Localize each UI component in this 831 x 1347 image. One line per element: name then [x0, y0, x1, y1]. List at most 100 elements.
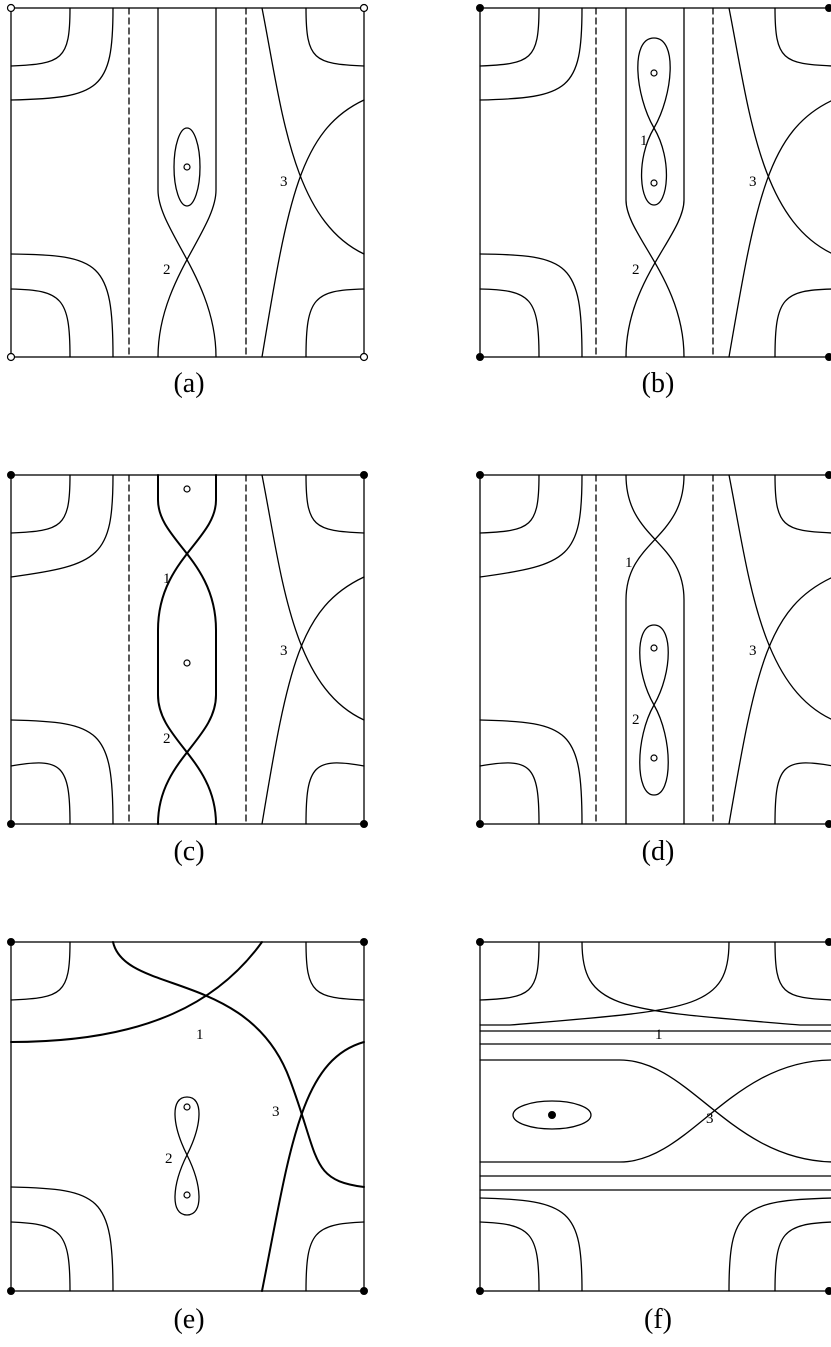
crossing-label: 2 — [163, 731, 171, 747]
crossing-label: 1 — [640, 133, 648, 149]
crossing-curve — [261, 1041, 365, 1292]
panel-f: 1 3 (f) — [476, 938, 831, 1335]
corner-point — [6, 352, 16, 362]
corner-point — [476, 353, 484, 361]
corner-curve — [10, 719, 114, 825]
crossing-curve — [10, 941, 263, 1043]
open-point — [650, 644, 658, 652]
panel-f-frame — [479, 941, 831, 1292]
crossing-label: 1 — [163, 571, 171, 587]
crossing-curve — [261, 7, 365, 255]
crossing-curve — [261, 99, 365, 358]
corner-point — [359, 3, 369, 13]
corner-curve — [774, 762, 831, 825]
corner-point — [476, 4, 484, 12]
corner-curve — [10, 288, 71, 358]
corner-point — [825, 1287, 831, 1295]
open-point — [183, 1191, 191, 1199]
corner-point — [825, 471, 831, 479]
panel-caption: (c) — [173, 836, 204, 867]
corner-curve — [305, 7, 365, 67]
corner-point — [7, 471, 15, 479]
corner-point — [360, 471, 368, 479]
corner-curve — [774, 474, 831, 534]
crossing-curve — [625, 7, 685, 358]
corner-curve — [774, 7, 831, 67]
corner-point — [7, 820, 15, 828]
panel-a-frame — [10, 7, 365, 358]
corner-curve — [479, 1197, 583, 1292]
panel-b: 1 2 3 (b) — [476, 4, 831, 399]
corner-curve — [10, 474, 114, 578]
corner-curve — [774, 288, 831, 358]
corner-curve — [479, 941, 540, 1001]
crossing-label: 3 — [749, 174, 757, 190]
corner-curve — [305, 941, 365, 1001]
panel-caption: (e) — [173, 1304, 204, 1335]
corner-point — [359, 352, 369, 362]
panel-c: 1 2 3 (c) — [7, 471, 368, 867]
corner-curve — [479, 7, 583, 101]
panel-caption: (d) — [642, 836, 675, 867]
open-point — [650, 179, 658, 187]
corner-curve — [10, 7, 114, 101]
corner-point — [476, 1287, 484, 1295]
corner-point — [825, 938, 831, 946]
crossing-label: 3 — [749, 643, 757, 659]
crossing-curve — [112, 941, 365, 1188]
crossing-curve — [728, 474, 831, 720]
open-point — [183, 1103, 191, 1111]
corner-curve — [305, 762, 365, 825]
closed-oval — [173, 127, 201, 207]
open-point — [183, 163, 191, 171]
corner-curve — [774, 941, 831, 1001]
corner-point — [7, 1287, 15, 1295]
corner-curve — [479, 7, 540, 67]
corner-point — [825, 4, 831, 12]
crossing-curve — [728, 7, 831, 254]
corner-curve — [305, 474, 365, 534]
crossing-label: 1 — [655, 1027, 663, 1043]
crossing-curve — [728, 577, 831, 825]
corner-curve — [10, 7, 71, 67]
corner-curve — [774, 1221, 831, 1292]
crossing-curve — [479, 1059, 831, 1163]
crossing-curve — [625, 474, 685, 825]
crossing-curve — [261, 474, 365, 721]
crossing-curve — [625, 7, 685, 358]
open-point — [650, 69, 658, 77]
crossing-label: 3 — [706, 1111, 714, 1127]
crossing-label: 2 — [632, 712, 640, 728]
crossing-label: 1 — [196, 1027, 204, 1043]
crossing-curve — [157, 7, 217, 358]
corner-curve — [479, 253, 583, 358]
corner-curve — [728, 1197, 831, 1292]
panel-d: 1 2 3 (d) — [476, 471, 831, 867]
figure-eight-loop — [639, 624, 669, 796]
closed-oval — [512, 1100, 592, 1130]
crossing-label: 3 — [280, 174, 288, 190]
panel-caption: (f) — [644, 1304, 672, 1335]
figure-eight-loop — [637, 37, 671, 206]
crossing-label: 2 — [632, 262, 640, 278]
corner-curve — [479, 1221, 540, 1292]
crossing-curve — [581, 941, 831, 1026]
panel-caption: (a) — [173, 368, 204, 399]
corner-curve — [305, 288, 365, 358]
corner-curve — [305, 1221, 365, 1292]
crossing-label: 2 — [165, 1151, 173, 1167]
crossing-label: 2 — [163, 262, 171, 278]
crossing-curve — [157, 474, 217, 825]
panel-c-frame — [10, 474, 365, 825]
corner-point — [6, 3, 16, 13]
corner-curve — [479, 762, 540, 825]
crossing-curve — [261, 576, 365, 825]
open-point — [183, 659, 191, 667]
corner-curve — [10, 474, 71, 534]
corner-curve — [10, 1186, 114, 1292]
crossing-curve — [479, 1059, 831, 1163]
crossing-curve — [625, 474, 685, 825]
corner-curve — [10, 762, 71, 825]
corner-point — [476, 938, 484, 946]
